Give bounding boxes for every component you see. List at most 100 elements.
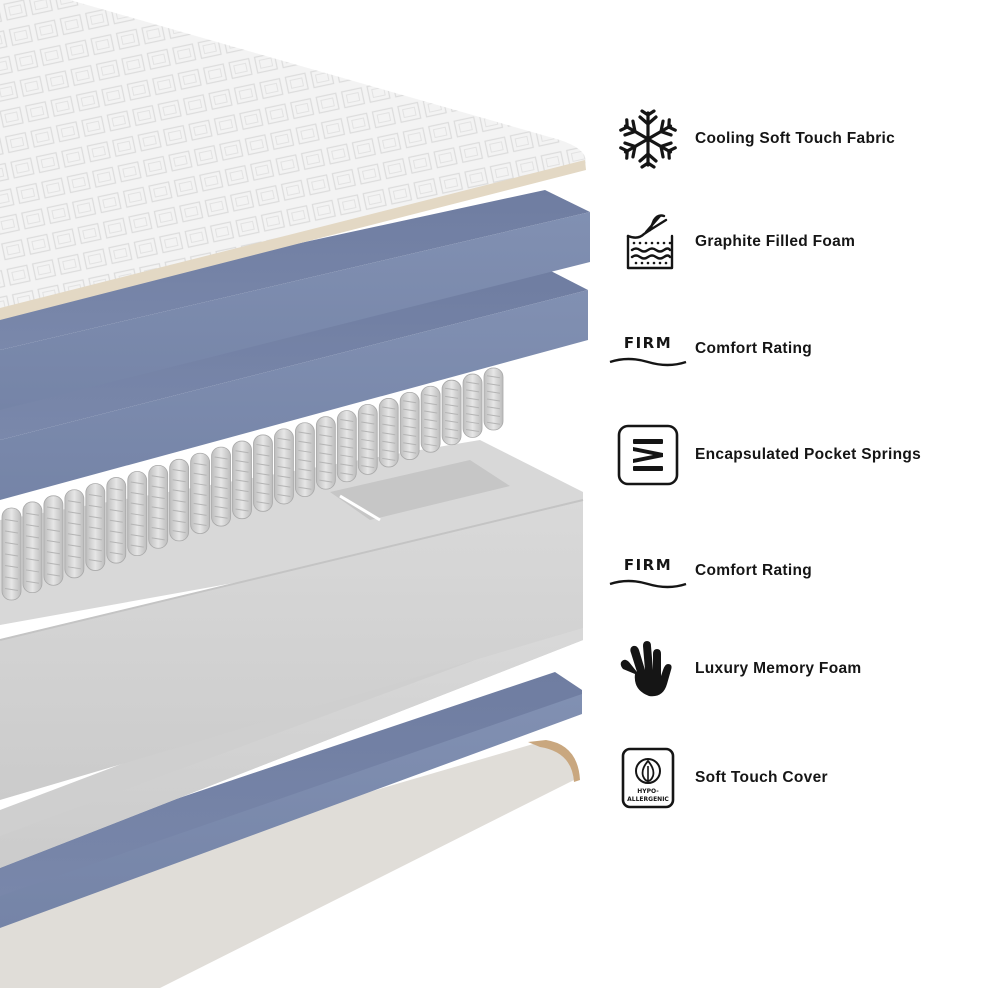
firm-rating-icon: FIRM	[606, 314, 690, 384]
spring-coil-line	[88, 526, 102, 530]
pocket-spring	[232, 440, 252, 520]
spring-coil-line	[277, 475, 291, 479]
spring-coil-line	[151, 495, 165, 499]
spring-coil-line	[46, 562, 60, 566]
spring-coil-line	[25, 546, 40, 550]
spring-coil-line	[25, 512, 40, 516]
spring-coil-line	[403, 433, 417, 437]
feature-label: Cooling Soft Touch Fabric	[695, 130, 896, 147]
bottom-graphite-layer	[0, 672, 582, 928]
spring-coil-line	[424, 394, 438, 397]
pocket-spring	[64, 489, 85, 579]
spring-coil-line	[4, 553, 19, 557]
allergenic-text: ALLERGENIC	[627, 796, 669, 803]
hypo-text: HYPO-	[637, 788, 659, 795]
pocket-spring	[106, 477, 127, 564]
spring-coil-line	[172, 489, 186, 493]
spring-coil-line	[88, 504, 102, 508]
spring-coil-line	[46, 540, 60, 544]
spring-coil-line	[67, 522, 81, 526]
spring-coil-line	[214, 515, 228, 519]
pocket-spring	[483, 367, 504, 431]
pocket-springs-icon	[606, 420, 690, 490]
spring-coil-line	[403, 400, 417, 404]
spring-coil-line	[277, 484, 291, 488]
spring-coil-line	[361, 465, 375, 469]
spring-coil-line	[445, 420, 459, 424]
spring-coil-line	[382, 449, 396, 453]
graphite-foam-icon	[606, 207, 690, 277]
spring-coil-line	[445, 428, 459, 432]
spring-coil-line	[340, 472, 354, 476]
spring-coil-line	[88, 559, 102, 563]
spring-coil-line	[256, 501, 270, 505]
spring-coil-line	[298, 486, 312, 490]
spring-coil-line	[214, 476, 228, 480]
spring-coil-line	[88, 515, 102, 519]
spring-coil-line	[465, 421, 480, 425]
spring-coil-line	[46, 551, 60, 555]
spring-coil-line	[172, 469, 186, 472]
spring-coil-line	[235, 498, 249, 502]
spring-coil-line	[67, 533, 81, 537]
spring-coil-line	[235, 450, 249, 454]
spring-coil-line	[235, 479, 249, 483]
spring-coil-line	[25, 580, 40, 584]
spring-coil-line	[298, 477, 312, 481]
spring-coil-line	[340, 419, 354, 422]
feature-memory-foam: Luxury Memory Foam	[606, 634, 976, 704]
spring-coil-line	[67, 566, 81, 570]
spring-coil-line	[25, 558, 40, 562]
spring-coil-line	[256, 444, 270, 447]
spring-coil-line	[465, 405, 480, 409]
spring-coil-line	[151, 475, 165, 479]
spring-coil-line	[403, 442, 417, 446]
spring-coil-line	[361, 456, 375, 460]
cooling-fabric-layer	[0, 0, 586, 320]
spring-coil-line	[4, 576, 19, 580]
spring-coil-line	[486, 390, 501, 394]
feature-pocket-springs: Encapsulated Pocket Springs	[606, 420, 976, 490]
spring-coil-line	[298, 449, 312, 453]
firm-text: FIRM	[624, 556, 672, 574]
spring-coil-line	[465, 397, 480, 401]
pocket-spring	[274, 428, 294, 505]
spring-coil-line	[277, 465, 291, 469]
pocket-spring	[22, 501, 43, 594]
spring-coil-line	[319, 461, 333, 465]
spring-coil-line	[4, 530, 19, 534]
spring-coil-line	[256, 453, 270, 457]
spring-coil-line	[486, 375, 501, 379]
feature-label: Comfort Rating	[695, 562, 812, 579]
pocket-spring	[315, 416, 336, 490]
spring-coil-line	[193, 482, 207, 486]
spring-coil-line	[445, 411, 459, 415]
spring-coil-line	[256, 463, 270, 467]
feature-label: Soft Touch Cover	[695, 769, 828, 786]
pocket-spring	[357, 404, 378, 475]
spring-coil-line	[465, 389, 480, 393]
spring-coil-line	[25, 569, 40, 573]
spring-coil-line	[465, 413, 480, 417]
spring-coil-line	[486, 398, 501, 402]
spring-coil-line	[277, 447, 291, 451]
pocket-spring	[85, 483, 106, 571]
spring-coil-line	[172, 519, 186, 523]
spring-coil-line	[424, 410, 438, 414]
base-cover-layer	[0, 740, 580, 988]
spring-coil-line	[319, 443, 333, 447]
feature-label: Encapsulated Pocket Springs	[695, 446, 922, 463]
spring-coil-line	[130, 492, 144, 496]
spring-coil-line	[382, 457, 396, 461]
spring-coil-line	[193, 462, 207, 466]
spring-coil-line	[67, 511, 81, 515]
spring-coil-line	[172, 479, 186, 483]
spring-coil-line	[361, 421, 375, 425]
spring-coil-line	[445, 387, 459, 391]
spring-coil-line	[130, 481, 144, 485]
spring-coil-line	[214, 505, 228, 509]
spring-coil-line	[277, 437, 291, 441]
spring-coil-line	[214, 486, 228, 490]
spring-coil-line	[486, 414, 501, 417]
spring-coil-line	[193, 502, 207, 506]
